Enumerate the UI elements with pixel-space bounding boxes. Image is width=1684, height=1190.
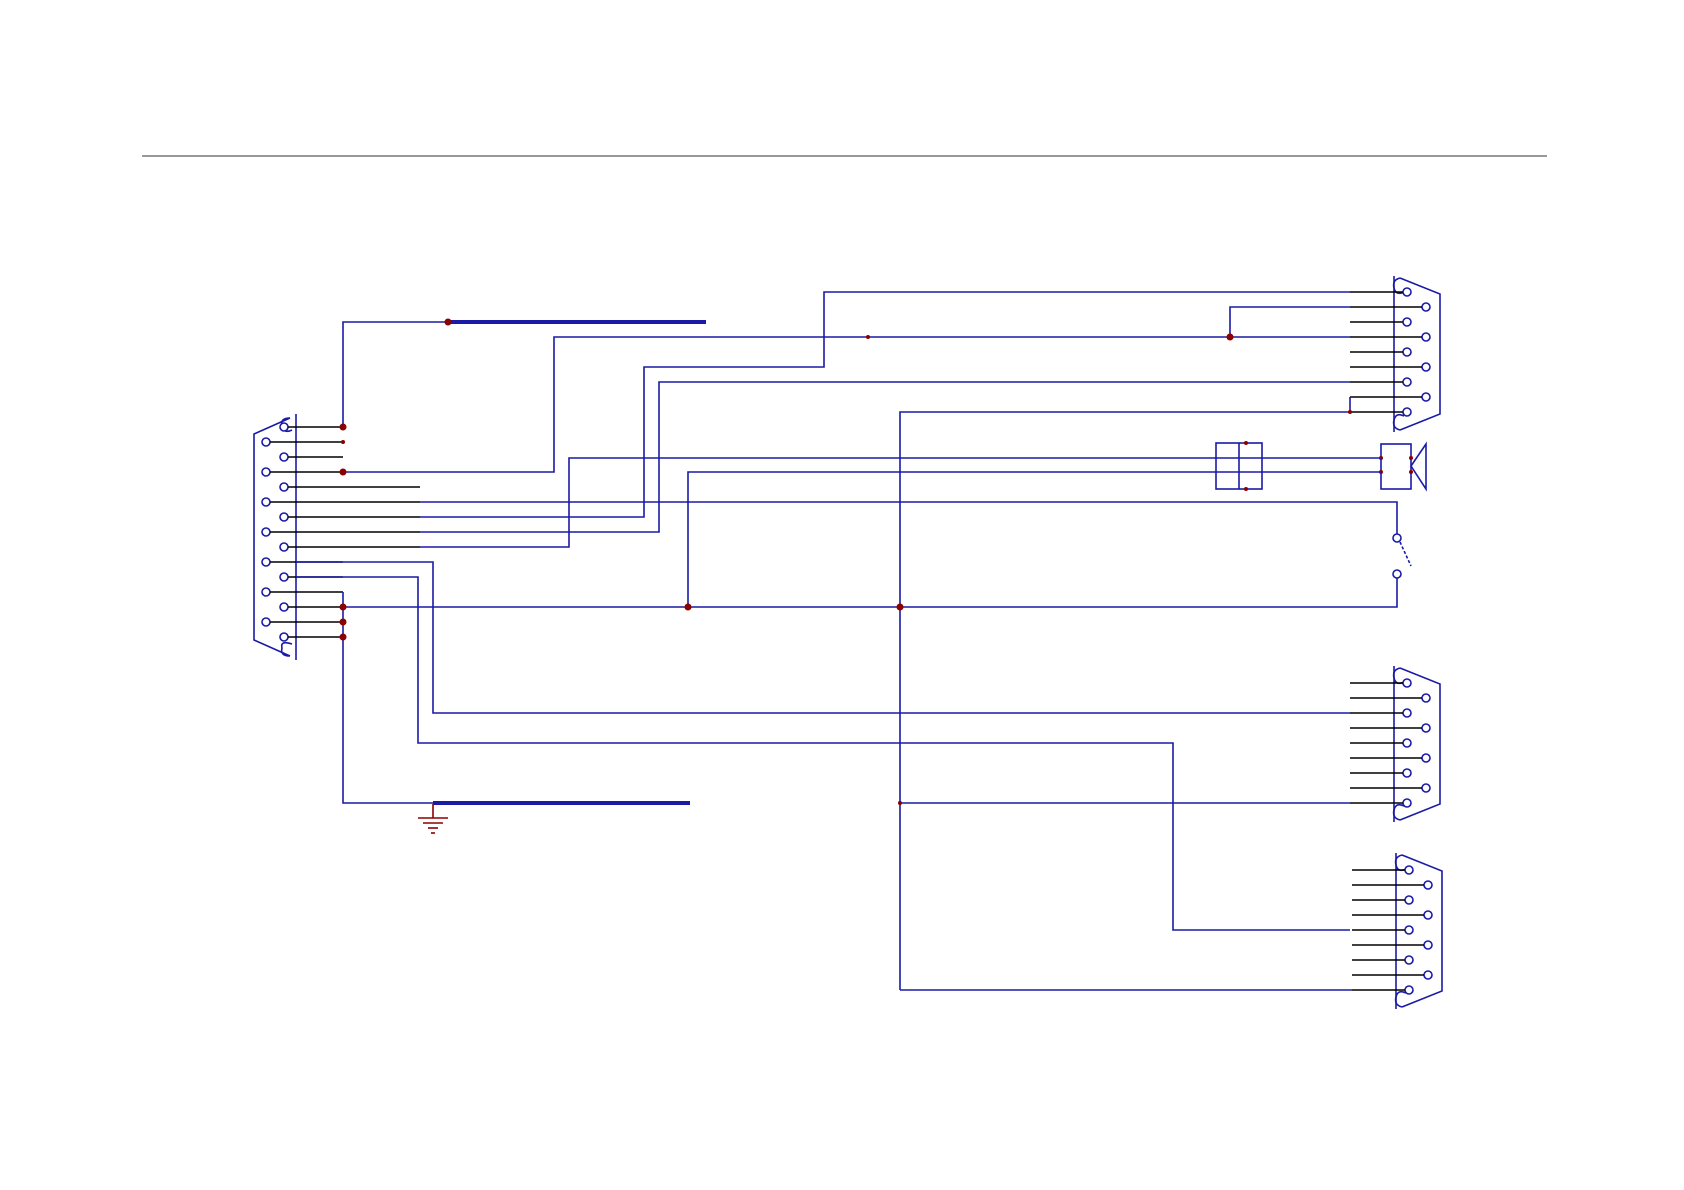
ground-symbol [418,804,448,833]
capacitor-block [1216,441,1262,491]
db9-connector-top [1350,276,1440,432]
db15-connector-main [254,414,420,660]
speaker [1379,444,1426,489]
db9-connector-bottom [1352,853,1442,1009]
wires [296,292,1397,990]
switch [1393,534,1411,578]
junction-dots [340,319,1353,806]
db9-connector-middle [1350,666,1440,822]
